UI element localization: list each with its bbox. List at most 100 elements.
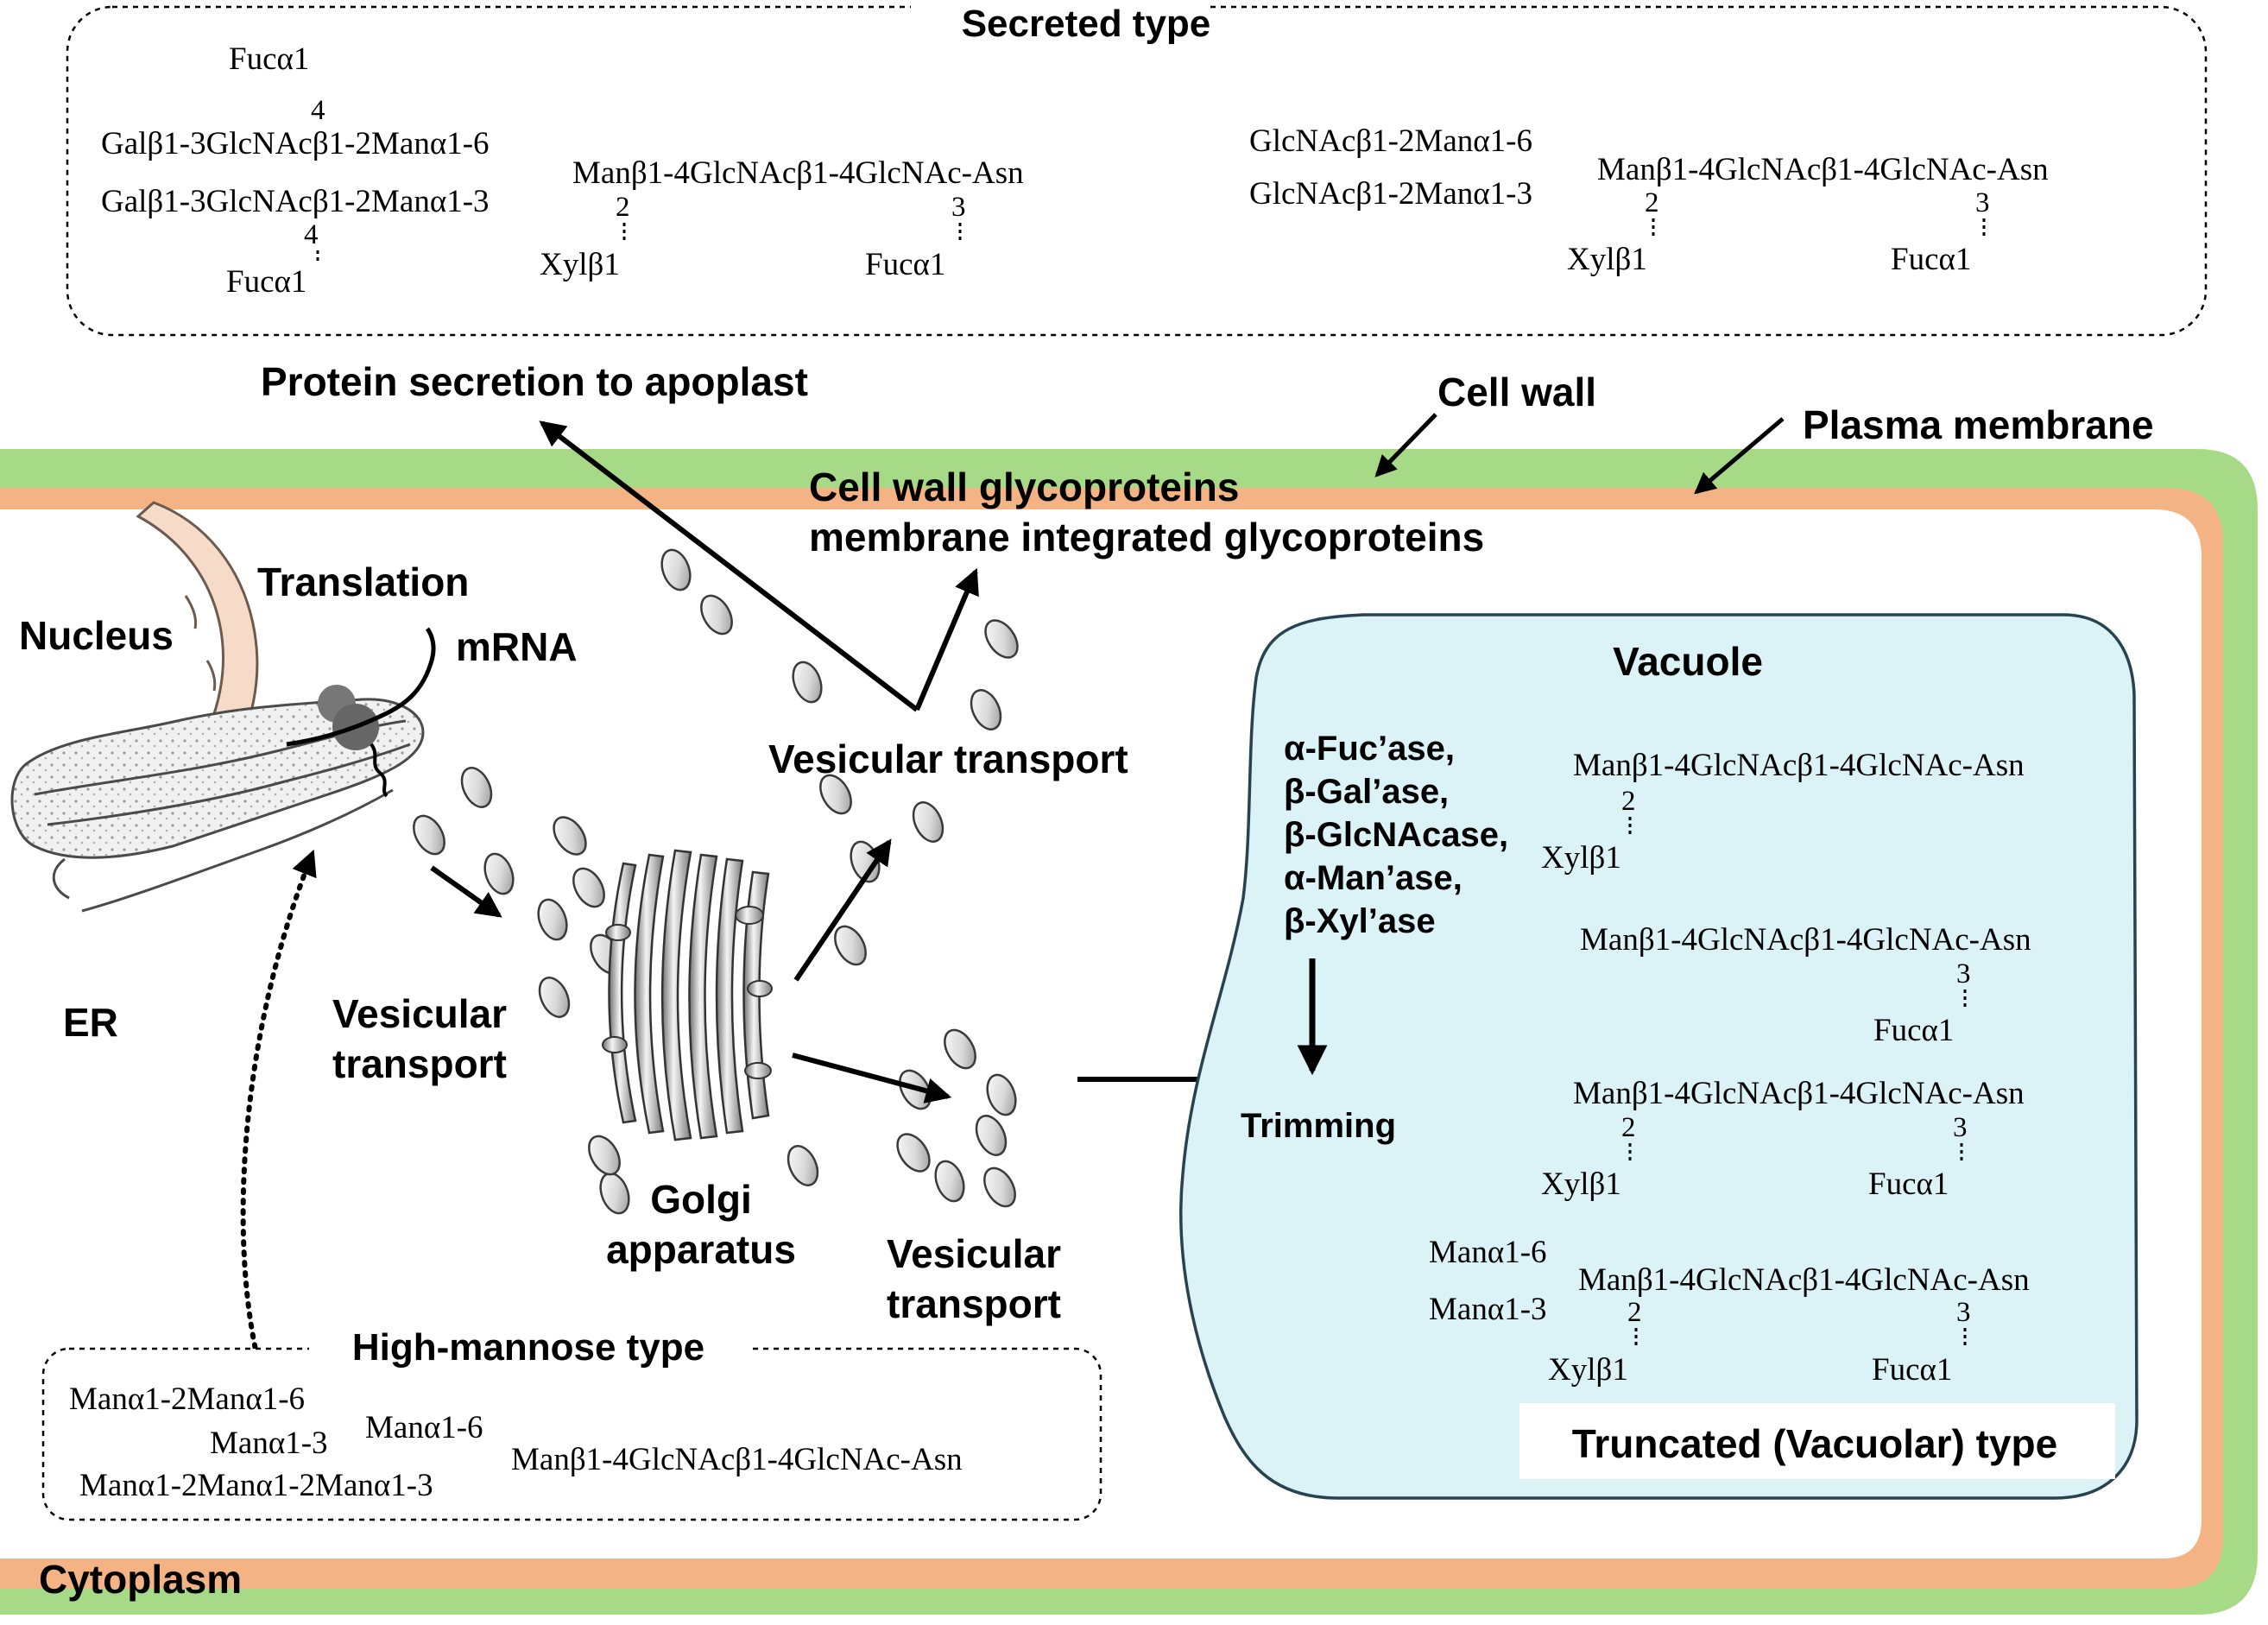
trimming-label: Trimming xyxy=(1241,1107,1396,1145)
vesicles xyxy=(413,548,1019,1215)
vesicular-transport-left-label: transport xyxy=(332,1041,507,1086)
cell-wall-label: Cell wall xyxy=(1437,370,1596,414)
transport-vesicle xyxy=(986,1073,1017,1116)
glycan-linkage-number: 3 xyxy=(1956,1297,1971,1328)
glycan-arm-6: Manα1-6 xyxy=(1429,1235,1547,1270)
vesicular-transport-bottom-label: transport xyxy=(887,1281,1061,1326)
glycan-xylose: Xylβ1 xyxy=(540,247,620,282)
glycan-fucose-bottom: Fucα1 xyxy=(226,264,306,300)
membrane-glycoprotein-arrow xyxy=(914,567,979,711)
protein-secretion-arrow xyxy=(539,420,919,712)
recycling-dotted-arrow xyxy=(240,849,317,1360)
mrna-label: mRNA xyxy=(456,624,578,669)
nascent-peptide xyxy=(370,743,389,798)
transport-vesicle xyxy=(700,594,733,635)
enzyme-mannosidase: α-Man’ase, xyxy=(1284,859,1463,897)
plasma-membrane-pointer-arrow xyxy=(1694,417,1785,495)
glycan-core: Manβ1-4GlcNAcβ1-4GlcNAc-Asn xyxy=(572,155,1024,191)
glycan-xylose: Xylβ1 xyxy=(1541,840,1621,876)
transport-vesicle xyxy=(984,619,1019,659)
vacuolar-glycan-4: Manα1-6 Manα1-3 Manβ1-4GlcNAcβ1-4GlcNAc-… xyxy=(1429,1235,2030,1388)
transport-vesicle xyxy=(970,689,1002,730)
secreted-type-box xyxy=(66,5,2208,337)
transport-vesicle xyxy=(572,867,605,908)
vacuole xyxy=(1179,613,2138,1500)
glycan-linkage-number: 4 xyxy=(311,95,325,126)
vesicular-transport-top-label: Vesicular transport xyxy=(768,737,1128,781)
transport-vesicle xyxy=(537,898,568,941)
transport-vesicle xyxy=(787,1145,819,1186)
vacuolar-glycan-3: Manβ1-4GlcNAcβ1-4GlcNAc-Asn 2 Xylβ1 3 Fu… xyxy=(1541,1076,2025,1202)
golgi-label: apparatus xyxy=(606,1227,796,1272)
glycan-arm-line2b: Manα1-6 xyxy=(365,1410,483,1445)
vacuolar-glycan-2: Manβ1-4GlcNAcβ1-4GlcNAc-Asn 3 Fucα1 xyxy=(1580,922,2031,1048)
glycan-fucose-core: Fucα1 xyxy=(865,247,945,282)
glycan-linkage-number: 2 xyxy=(1621,786,1636,817)
truncated-type-label-bg xyxy=(1519,1403,2115,1479)
enzyme-glcnacase: β-GlcNAcase, xyxy=(1284,816,1508,854)
glycan-linkage-number: 3 xyxy=(1953,1112,1968,1143)
glycan-arm-3: GlcNAcβ1-2Manα1-3 xyxy=(1249,176,1532,212)
plasma-membrane-label: Plasma membrane xyxy=(1803,402,2154,447)
vesicular-transport-left-label: Vesicular xyxy=(332,991,507,1036)
high-mannose-type-box xyxy=(41,1347,1102,1521)
secreted-glycan-complex-b: GlcNAcβ1-2Manα1-6 GlcNAcβ1-2Manα1-3 Manβ… xyxy=(1249,123,2049,277)
transport-vesicle xyxy=(912,801,944,843)
membrane-glycoproteins-label: membrane integrated glycoproteins xyxy=(809,515,1484,560)
glycan-xylose: Xylβ1 xyxy=(1567,242,1647,277)
secreted-type-title: Secreted type xyxy=(962,3,1211,45)
truncated-type-label: Truncated (Vacuolar) type xyxy=(1572,1421,2057,1466)
mrna-strand xyxy=(286,627,436,747)
glycan-linkage-number: 4 xyxy=(304,219,319,250)
transport-vesicle xyxy=(944,1028,976,1070)
golgi-to-surface-arrow xyxy=(793,838,892,982)
high-mannose-type-title: High-mannose type xyxy=(352,1326,704,1369)
glycan-arm-line3: Manα1-2Manα1-2Manα1-3 xyxy=(79,1468,433,1503)
transport-vesicle xyxy=(792,661,823,704)
golgi-label: Golgi xyxy=(650,1177,752,1222)
glycan-core: Manβ1-4GlcNAcβ1-4GlcNAc-Asn xyxy=(1580,922,2031,958)
glycan-fucose-top: Fucα1 xyxy=(229,41,309,77)
enzyme-xylosidase: β-Xyl’ase xyxy=(1284,902,1436,940)
translation-label: Translation xyxy=(257,560,469,604)
glycan-arm-3: Manα1-3 xyxy=(1429,1292,1547,1327)
glycan-linkage-number: 3 xyxy=(951,192,966,223)
transport-vesicle xyxy=(975,1115,1008,1156)
glycan-arm-6: GlcNAcβ1-2Manα1-6 xyxy=(1249,123,1532,159)
cell-wall-glycoproteins-label: Cell wall glycoproteins xyxy=(809,465,1239,509)
transport-vesicle xyxy=(413,814,445,856)
glycan-linkage-number: 3 xyxy=(1975,187,1990,218)
transport-vesicle xyxy=(460,767,493,808)
transport-vesicle xyxy=(896,1133,931,1173)
glycan-linkage-number: 3 xyxy=(1956,958,1971,990)
high-mannose-glycan: Manα1-2Manα1-6 Manα1-3 Manα1-6 Manα1-2Ma… xyxy=(69,1382,963,1503)
vesicular-transport-bottom-label: Vesicular xyxy=(887,1231,1061,1276)
vacuolar-glycan-1: Manβ1-4GlcNAcβ1-4GlcNAc-Asn 2 Xylβ1 xyxy=(1541,748,2025,876)
glycan-linkage-number: 2 xyxy=(616,192,630,223)
glycan-core: Manβ1-4GlcNAcβ1-4GlcNAc-Asn xyxy=(1573,748,2025,783)
glycan-arm-3: Galβ1-3GlcNAcβ1-2Manα1-3 xyxy=(101,184,490,219)
glycan-arm-line1: Manα1-2Manα1-6 xyxy=(69,1382,305,1417)
glycosidase-list: α-Fuc’ase, β-Gal’ase, β-GlcNAcase, α-Man… xyxy=(1284,730,1508,940)
glycan-fucose: Fucα1 xyxy=(1873,1013,1954,1048)
transport-vesicle xyxy=(819,774,852,815)
protein-secretion-label: Protein secretion to apoplast xyxy=(261,359,808,404)
transport-vesicle xyxy=(483,852,515,895)
glycan-core: Manβ1-4GlcNAcβ1-4GlcNAc-Asn xyxy=(511,1442,963,1477)
transport-vesicle xyxy=(588,1135,621,1176)
golgi-apparatus xyxy=(602,849,773,1141)
glycan-linkage-number: 2 xyxy=(1621,1112,1636,1143)
er-to-golgi-arrow xyxy=(430,865,502,918)
nucleus-label: Nucleus xyxy=(19,613,174,658)
cell-wall-pointer-arrow xyxy=(1374,413,1437,477)
glycan-linkage-number: 2 xyxy=(1645,187,1659,218)
enzyme-galactosidase: β-Gal’ase, xyxy=(1284,773,1449,811)
glycan-fucose: Fucα1 xyxy=(1872,1352,1952,1388)
transport-vesicle xyxy=(660,548,692,591)
glycan-xylose: Xylβ1 xyxy=(1541,1167,1621,1202)
glycan-linkage-number: 2 xyxy=(1627,1297,1642,1328)
enzyme-fucosidase: α-Fuc’ase, xyxy=(1284,730,1455,768)
glycan-fucose-core: Fucα1 xyxy=(1891,242,1971,277)
transport-vesicle xyxy=(983,1167,1016,1208)
